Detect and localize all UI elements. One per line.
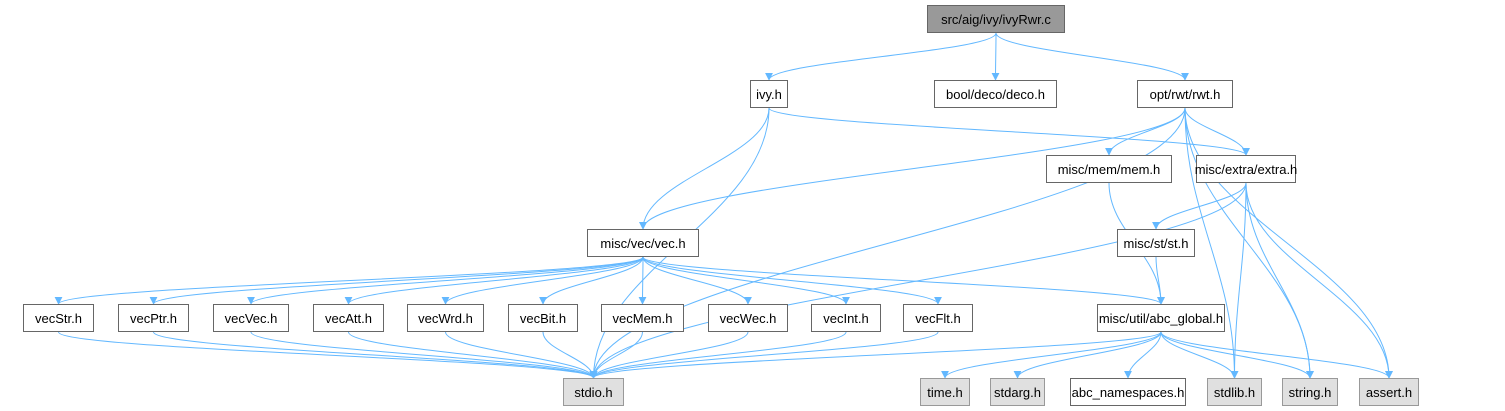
node-time[interactable]: time.h [920, 378, 970, 406]
node-vecPtr[interactable]: vecPtr.h [118, 304, 189, 332]
edge-abc-to-stdio [589, 331, 1162, 379]
edge-vec-to-vecBit [539, 256, 644, 305]
node-vecFlt[interactable]: vecFlt.h [903, 304, 973, 332]
edge-rwt-to-string [1184, 107, 1314, 379]
edge-vec-to-vecFlt [642, 256, 942, 305]
edge-vec-to-vecWrd [441, 256, 644, 305]
edge-vec-to-vecVec [247, 256, 644, 305]
node-vecStr[interactable]: vecStr.h [23, 304, 94, 332]
edge-rwt-to-stdio [589, 107, 1186, 379]
edge-root-to-ivy [765, 32, 997, 81]
edge-extra-to-string [1245, 182, 1314, 379]
edge-rwt-to-mem [1105, 107, 1186, 156]
edge-vecWec-to-stdio [589, 331, 749, 379]
node-stdarg[interactable]: stdarg.h [990, 378, 1045, 406]
node-abc[interactable]: misc/util/abc_global.h [1097, 304, 1225, 332]
edge-extra-to-assert [1245, 182, 1393, 379]
edge-rwt-to-extra [1184, 107, 1250, 156]
edge-rwt-to-stdlib [1184, 107, 1239, 379]
edge-abc-to-stdlib [1160, 331, 1239, 379]
node-vecVec[interactable]: vecVec.h [213, 304, 289, 332]
edge-vec-to-vecMem [638, 256, 647, 305]
edge-root-to-deco [991, 32, 1000, 81]
edge-vecWrd-to-stdio [445, 331, 598, 379]
node-vecInt[interactable]: vecInt.h [811, 304, 881, 332]
edge-abc-to-ns [1124, 331, 1162, 379]
edge-vecPtr-to-stdio [153, 331, 598, 379]
edge-vecAtt-to-stdio [348, 331, 598, 379]
edge-vec-to-vecWec [642, 256, 752, 305]
edge-abc-to-assert [1160, 331, 1393, 379]
node-root[interactable]: src/aig/ivy/ivyRwr.c [927, 5, 1065, 33]
node-stdio[interactable]: stdio.h [563, 378, 624, 406]
edge-vec-to-vecPtr [149, 256, 644, 305]
node-ivy[interactable]: ivy.h [750, 80, 788, 108]
edge-ivy-to-extra [768, 107, 1250, 156]
node-stdlib[interactable]: stdlib.h [1207, 378, 1262, 406]
edge-abc-to-string [1160, 331, 1314, 379]
node-mem[interactable]: misc/mem/mem.h [1046, 155, 1172, 183]
edge-vecInt-to-stdio [589, 331, 847, 379]
edge-ivy-to-vec [639, 107, 770, 230]
node-rwt[interactable]: opt/rwt/rwt.h [1137, 80, 1233, 108]
edge-vecVec-to-stdio [250, 331, 598, 379]
node-ns[interactable]: abc_namespaces.h [1070, 378, 1186, 406]
node-vecAtt[interactable]: vecAtt.h [313, 304, 384, 332]
node-assert[interactable]: assert.h [1359, 378, 1419, 406]
node-st[interactable]: misc/st/st.h [1117, 229, 1195, 257]
node-vec[interactable]: misc/vec/vec.h [587, 229, 699, 257]
edge-extra-to-stdlib [1230, 182, 1247, 379]
node-vecBit[interactable]: vecBit.h [508, 304, 578, 332]
edge-extra-to-st [1152, 182, 1247, 230]
edge-root-to-rwt [995, 32, 1189, 81]
edge-vec-to-vecStr [54, 256, 644, 305]
edge-vec-to-abc [642, 256, 1165, 305]
node-vecWec[interactable]: vecWec.h [708, 304, 788, 332]
node-extra[interactable]: misc/extra/extra.h [1195, 155, 1297, 183]
edge-rwt-to-assert [1184, 107, 1393, 379]
node-vecMem[interactable]: vecMem.h [601, 304, 684, 332]
edge-extra-to-stdio [589, 182, 1247, 379]
node-deco[interactable]: bool/deco/deco.h [934, 80, 1057, 108]
edge-vec-to-vecAtt [344, 256, 644, 305]
edge-vec-to-vecInt [642, 256, 850, 305]
node-vecWrd[interactable]: vecWrd.h [407, 304, 484, 332]
node-string[interactable]: string.h [1282, 378, 1338, 406]
edge-abc-to-time [941, 331, 1162, 379]
edge-abc-to-stdarg [1013, 331, 1162, 379]
edge-vecFlt-to-stdio [589, 331, 939, 379]
edge-vecStr-to-stdio [58, 331, 598, 379]
edge-rwt-to-vec [639, 107, 1186, 230]
